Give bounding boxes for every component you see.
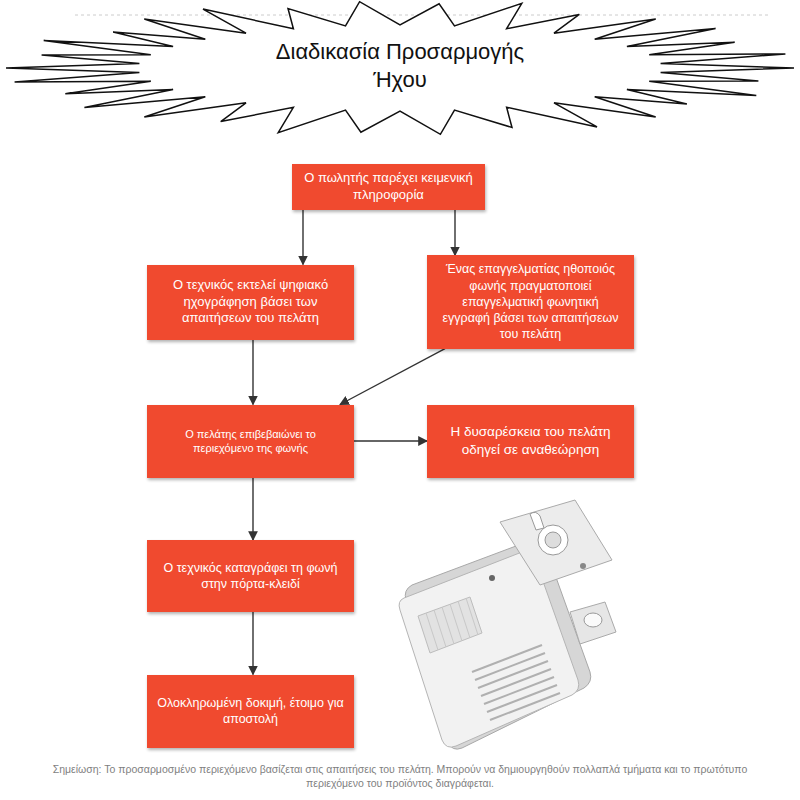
- title-starburst: [6, 2, 794, 135]
- small-part-illustration: [570, 602, 616, 644]
- flow-arrow: [354, 440, 427, 441]
- process-box: Η δυσαρέσκεια του πελάτη οδηγεί σε αναθε…: [427, 405, 634, 478]
- box-text: Η δυσαρέσκεια του πελάτη οδηγεί σε αναθε…: [437, 423, 624, 458]
- mounting-bracket-illustration: [500, 500, 612, 585]
- process-box: Ο πελάτης επιβεβαιώνει το περιεχόμενο τη…: [147, 405, 354, 478]
- flow-arrow: [252, 478, 253, 541]
- note-text: Σημείωση: Το προσαρμοσμένο περιεχόμενο β…: [50, 763, 750, 790]
- small-plate: [570, 602, 616, 644]
- speaker-grille: [472, 645, 560, 720]
- box-text: Ο πελάτης επιβεβαιώνει το περιεχόμενο τη…: [157, 427, 344, 456]
- box-text: Ολοκληρωμένη δοκιμή, έτοιμο για αποστολή: [157, 695, 344, 728]
- process-box: Ο πωλητής παρέχει κειμενική πληροφορία: [292, 164, 485, 210]
- flow-arrow: [454, 210, 455, 255]
- screw-hole: [580, 563, 586, 569]
- process-box: Ένας επαγγελματίας ηθοποιός φωνής πραγμα…: [427, 255, 634, 348]
- indicator-hole: [489, 575, 495, 581]
- box-text: Ο τεχνικός καταγράφει τη φωνή στην πόρτα…: [157, 560, 344, 593]
- process-box: Ο τεχνικός εκτελεί ψηφιακό ηχογράφηση βά…: [147, 265, 354, 340]
- bracket-plate: [500, 500, 612, 585]
- flow-arrow: [340, 349, 445, 405]
- sensor-window: [418, 597, 482, 653]
- diagram-title: Διαδικασία Προσαρμογής Ήχου: [260, 38, 540, 94]
- flow-arrow: [252, 612, 253, 675]
- flow-arrow: [302, 210, 303, 265]
- keyhole-inner: [545, 532, 561, 548]
- process-box: Ο τεχνικός καταγράφει τη φωνή στην πόρτα…: [147, 540, 354, 612]
- small-cylinder: [584, 613, 602, 627]
- flow-arrow: [252, 340, 253, 405]
- box-text: Ο τεχνικός εκτελεί ψηφιακό ηχογράφηση βά…: [157, 277, 344, 328]
- box-text: Ο πωλητής παρέχει κειμενική πληροφορία: [302, 170, 475, 204]
- box-text: Ένας επαγγελματίας ηθοποιός φωνής πραγμα…: [437, 261, 624, 342]
- keyhole-slot: [530, 512, 544, 530]
- window-ribs: [426, 598, 478, 650]
- keyhole-outer: [538, 525, 568, 555]
- process-box: Ολοκληρωμένη δοκιμή, έτοιμο για αποστολή: [147, 675, 354, 748]
